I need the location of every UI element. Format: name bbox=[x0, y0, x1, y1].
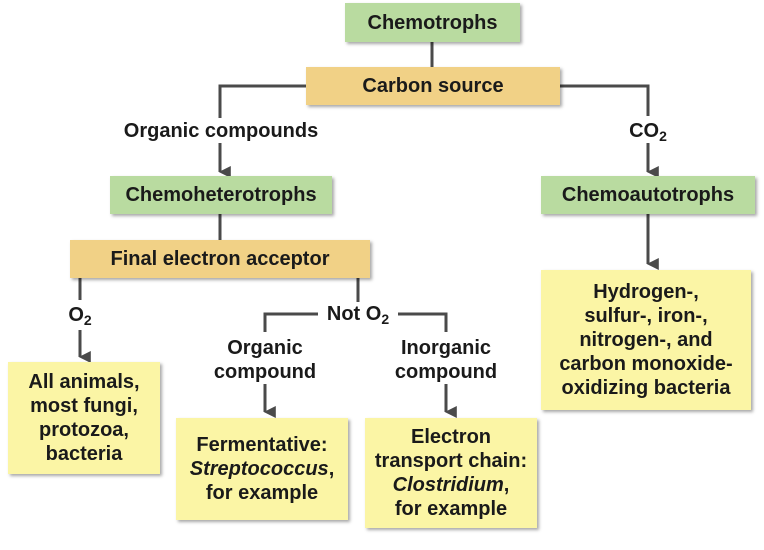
clostridium-name: Clostridium bbox=[392, 474, 504, 496]
not-o2-label: Not O2 bbox=[318, 302, 398, 326]
connector-carbon-left bbox=[218, 84, 306, 118]
inorganic-compound-label: Inorganic compound bbox=[381, 336, 511, 384]
animals-box: All animals, most fungi, protozoa, bacte… bbox=[8, 362, 160, 474]
electron-transport-box: Electron transport chain: Clostridium, f… bbox=[365, 418, 537, 528]
organic-compound-label: Organic compound bbox=[205, 336, 325, 384]
final-electron-acceptor-label: Final electron acceptor bbox=[110, 248, 330, 270]
o2-label: O2 bbox=[60, 303, 100, 327]
chemotrophs-label: Chemotrophs bbox=[367, 11, 498, 34]
fermentative-box: Fermentative: Streptococcus, for example bbox=[176, 418, 348, 520]
organic-compounds-label: Organic compounds bbox=[104, 119, 338, 143]
connector-not-o2-right bbox=[398, 312, 448, 332]
carbon-source-box: Carbon source bbox=[306, 67, 560, 105]
chemoheterotrophs-box: Chemoheterotrophs bbox=[110, 176, 332, 214]
streptococcus-name: Streptococcus bbox=[189, 458, 329, 480]
co2-label: CO2 bbox=[618, 119, 678, 143]
chemoheterotrophs-label: Chemoheterotrophs bbox=[125, 184, 317, 206]
connector-not-o2-left bbox=[263, 312, 318, 332]
carbon-source-label: Carbon source bbox=[362, 75, 504, 97]
chemoautotrophs-label: Chemoautotrophs bbox=[561, 184, 735, 206]
oxidizing-bacteria-box: Hydrogen-, sulfur-, iron-, nitrogen-, an… bbox=[541, 270, 751, 410]
chemotrophs-box: Chemotrophs bbox=[345, 3, 520, 42]
connector-carbon-right bbox=[560, 84, 650, 116]
chemoautotrophs-box: Chemoautotrophs bbox=[541, 176, 755, 214]
final-electron-acceptor-box: Final electron acceptor bbox=[70, 240, 370, 278]
